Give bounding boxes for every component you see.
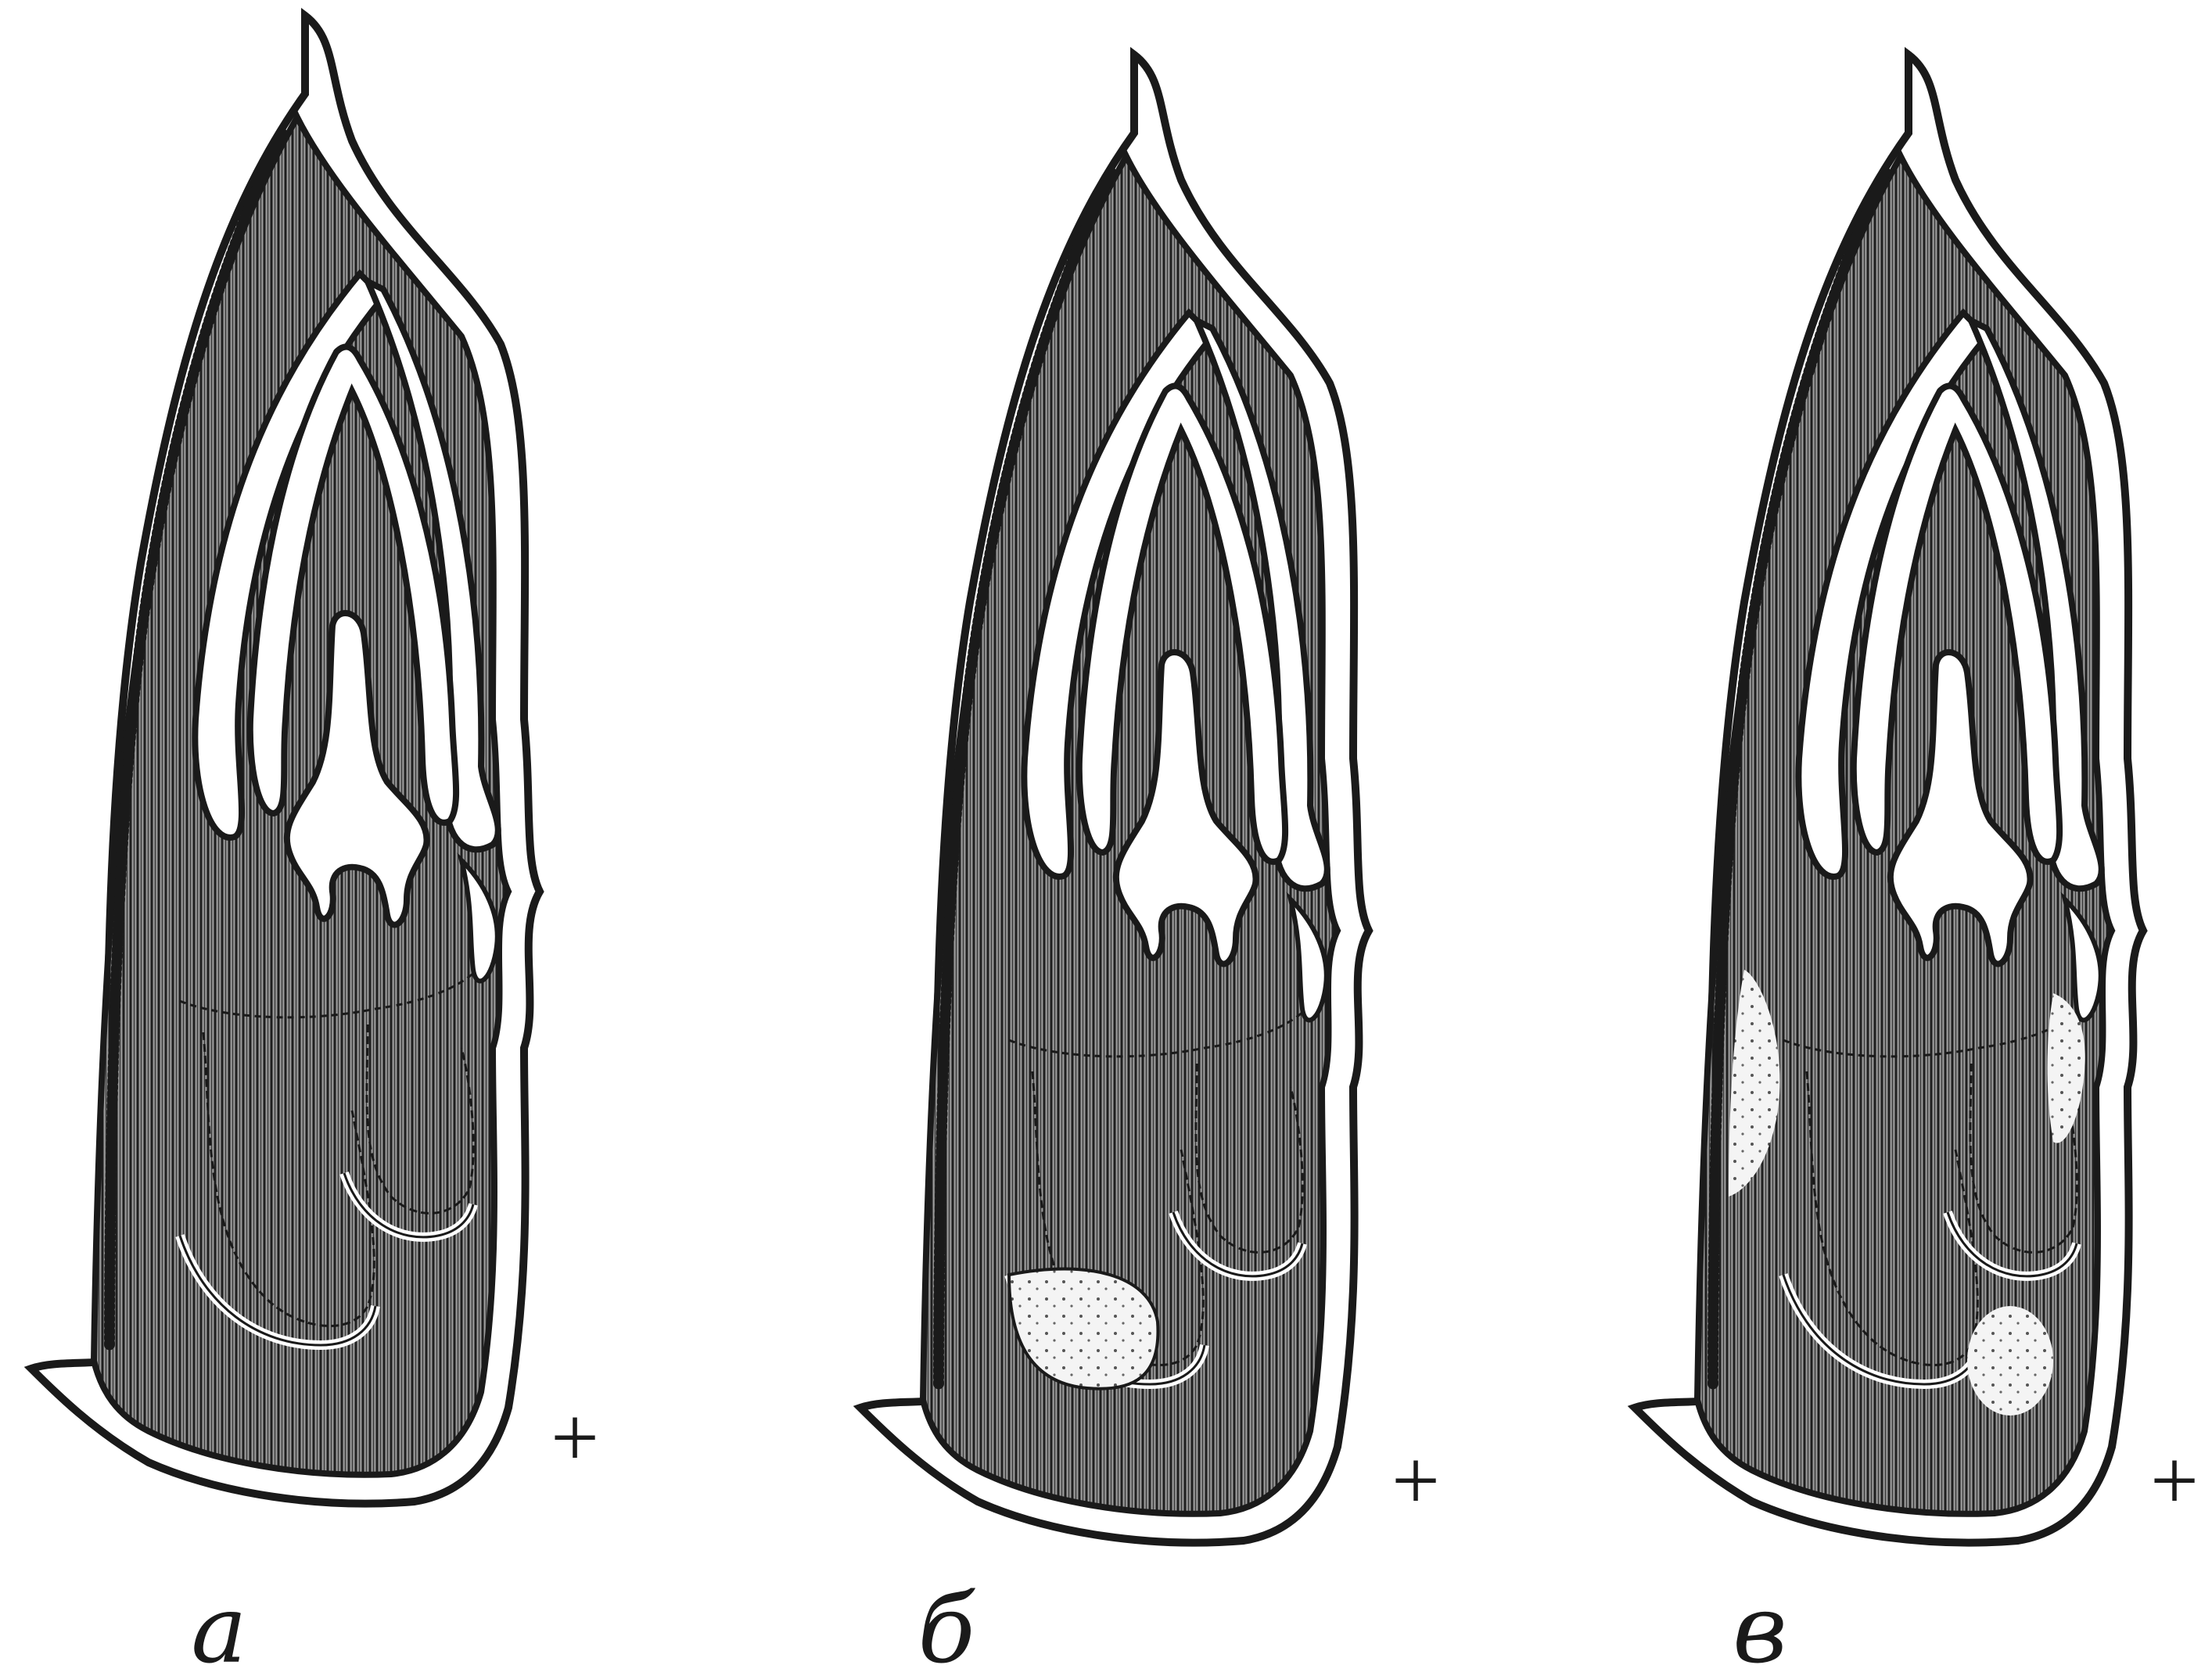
- highlight-region-c-lower: [1967, 1306, 2053, 1416]
- marker-c: +: [2150, 1433, 2199, 1528]
- marker-b: +: [1391, 1433, 1440, 1528]
- caption-c: в: [1733, 1576, 1787, 1665]
- panel-b: [860, 55, 1369, 1543]
- shoot-section-c: [1635, 55, 2143, 1543]
- caption-b: б: [917, 1576, 975, 1665]
- panel-c: [1635, 55, 2143, 1543]
- caption-a: а: [191, 1576, 247, 1665]
- marker-a: +: [551, 1390, 599, 1485]
- panel-a: [31, 16, 540, 1504]
- shoot-section-a: [31, 16, 540, 1504]
